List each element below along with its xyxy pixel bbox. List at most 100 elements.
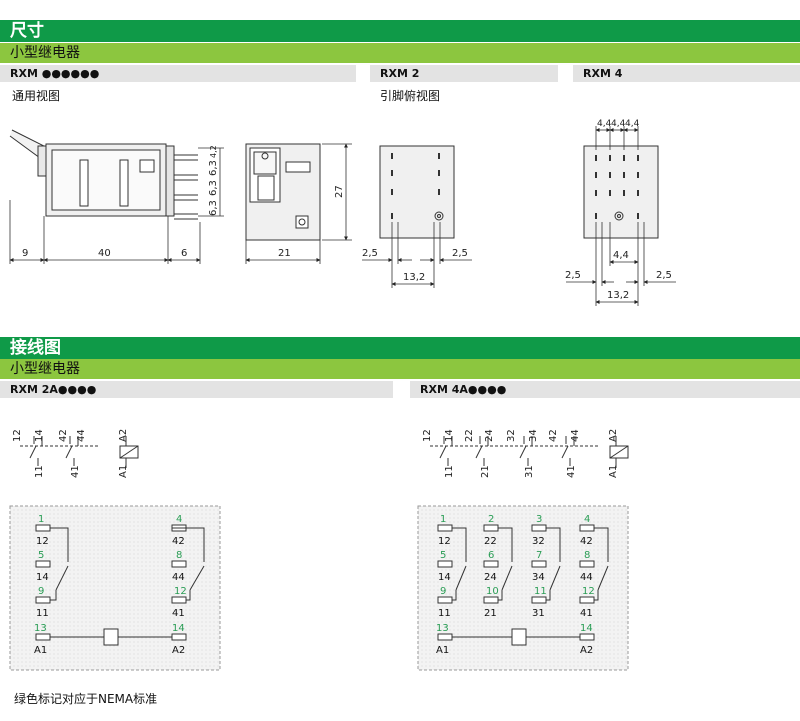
- pin4-green-4: 4: [584, 514, 590, 525]
- dim-27: 27: [334, 185, 345, 198]
- wiring4-label-31: 31: [524, 465, 535, 478]
- dim-pitch-6-3-c: 6,3: [208, 160, 219, 176]
- dim-4-4-mid: 4,4: [613, 250, 629, 261]
- pin2-green-5: 5: [38, 550, 44, 561]
- dim-pitch-6-3-a: 6,3: [208, 200, 219, 216]
- wiring4-label-12: 12: [422, 429, 433, 442]
- pin4-green-13: 13: [436, 623, 449, 634]
- pin4-green-8: 8: [584, 550, 590, 561]
- label-rxm4: RXM 4: [573, 65, 800, 82]
- dim-2-5-a: 2,5: [362, 248, 378, 259]
- wiring4-label-41: 41: [566, 465, 577, 478]
- pin4-black-11: 11: [438, 608, 451, 619]
- pin2-black-44: 44: [172, 572, 185, 583]
- wiring2-label-42: 42: [58, 429, 69, 442]
- label-rxm-general: RXM ●●●●●●: [0, 65, 356, 82]
- pin2-black-A2: A2: [172, 645, 185, 656]
- wiring4-label-42: 42: [548, 429, 559, 442]
- dim-6: 6: [181, 248, 187, 259]
- pin4-green-10: 10: [486, 586, 499, 597]
- rxm4-pin-view: [583, 145, 659, 239]
- pin4-green-2: 2: [488, 514, 494, 525]
- pin4-green-1: 1: [440, 514, 446, 525]
- wiring2-label-44: 44: [76, 429, 87, 442]
- pin2-black-11: 11: [36, 608, 49, 619]
- dim-9: 9: [22, 248, 28, 259]
- dim-4-4-top-2: 4,4: [611, 119, 626, 129]
- pin2-black-12: 12: [36, 536, 49, 547]
- wiring4-label-32: 32: [506, 429, 517, 442]
- wiring4-label-21: 21: [480, 465, 491, 478]
- pin4-black-42: 42: [580, 536, 593, 547]
- dim-21: 21: [278, 248, 291, 259]
- pin2-green-14: 14: [172, 623, 185, 634]
- wiring4-label-24: 24: [484, 429, 495, 442]
- rxm2-pin-view: [379, 145, 455, 239]
- pin2-green-9: 9: [38, 586, 44, 597]
- relay-side-view: [9, 129, 198, 220]
- pin2-green-4: 4: [176, 514, 182, 525]
- wiring2-label-A1: A1: [118, 465, 129, 478]
- pin2-green-1: 1: [38, 514, 44, 525]
- section-title-dimensions: 尺寸: [0, 20, 800, 42]
- label-rxm2a: RXM 2A●●●●: [0, 381, 393, 398]
- wiring4-label-14: 14: [444, 429, 455, 442]
- pin4-green-5: 5: [440, 550, 446, 561]
- wiring2-label-14: 14: [34, 429, 45, 442]
- wiring2-label-A2: A2: [118, 429, 129, 442]
- pin4-black-32: 32: [532, 536, 545, 547]
- pin4-black-22: 22: [484, 536, 497, 547]
- nema-footnote: 绿色标记对应于NEMA标准: [14, 692, 158, 706]
- pin4-green-11: 11: [534, 586, 547, 597]
- pin4-black-24: 24: [484, 572, 497, 583]
- wiring2-label-41: 41: [70, 465, 81, 478]
- wiring2-label-11: 11: [34, 465, 45, 478]
- rxm4a-contact-symbol: [430, 436, 629, 468]
- pin4-black-34: 34: [532, 572, 545, 583]
- pin4-green-12: 12: [582, 586, 595, 597]
- dim-4-2: 4,2: [209, 145, 218, 158]
- caption-general-view: 通用视图: [12, 89, 61, 103]
- pin4-black-21: 21: [484, 608, 497, 619]
- dim-13-2-a: 13,2: [403, 272, 425, 283]
- pin2-green-13: 13: [34, 623, 47, 634]
- dim-2-5-d: 2,5: [656, 270, 672, 281]
- pin4-black-44: 44: [580, 572, 593, 583]
- rxm2a-contact-symbol: [20, 436, 139, 468]
- pin4-black-A1: A1: [436, 645, 449, 656]
- relay-front-view: [245, 143, 321, 241]
- wiring4-label-A1: A1: [608, 465, 619, 478]
- wiring4-label-44: 44: [570, 429, 581, 442]
- side-view-dimension-lines: [9, 147, 224, 264]
- wiring4-label-22: 22: [464, 429, 475, 442]
- pin4-black-41: 41: [580, 608, 593, 619]
- wiring4-label-11: 11: [444, 465, 455, 478]
- section-subtitle-dimensions: 小型继电器: [0, 43, 800, 63]
- pin2-black-41: 41: [172, 608, 185, 619]
- dim-40: 40: [98, 248, 111, 259]
- wiring4-label-A2: A2: [608, 429, 619, 442]
- label-rxm4a: RXM 4A●●●●: [410, 381, 800, 398]
- section-subtitle-wiring: 小型继电器: [0, 359, 800, 379]
- wiring4-label-34: 34: [528, 429, 539, 442]
- pin2-green-12: 12: [174, 586, 187, 597]
- dim-13-2-b: 13,2: [607, 290, 629, 301]
- dim-4-4-top-3: 4,4: [625, 119, 640, 129]
- caption-pin-top-view: 引脚俯视图: [380, 89, 441, 103]
- wiring2-label-12: 12: [12, 429, 23, 442]
- pin4-green-3: 3: [536, 514, 542, 525]
- dim-2-5-c: 2,5: [565, 270, 581, 281]
- dim-4-4-top-1: 4,4: [597, 119, 612, 129]
- label-rxm2: RXM 2: [370, 65, 558, 82]
- pin4-black-A2: A2: [580, 645, 593, 656]
- pin2-black-42: 42: [172, 536, 185, 547]
- pin4-green-14: 14: [580, 623, 593, 634]
- dim-2-5-b: 2,5: [452, 248, 468, 259]
- dim-pitch-6-3-b: 6,3: [208, 180, 219, 196]
- pin4-black-14: 14: [438, 572, 451, 583]
- pin4-black-12: 12: [438, 536, 451, 547]
- pin2-black-14: 14: [36, 572, 49, 583]
- section-title-wiring: 接线图: [0, 337, 800, 359]
- pin2-green-8: 8: [176, 550, 182, 561]
